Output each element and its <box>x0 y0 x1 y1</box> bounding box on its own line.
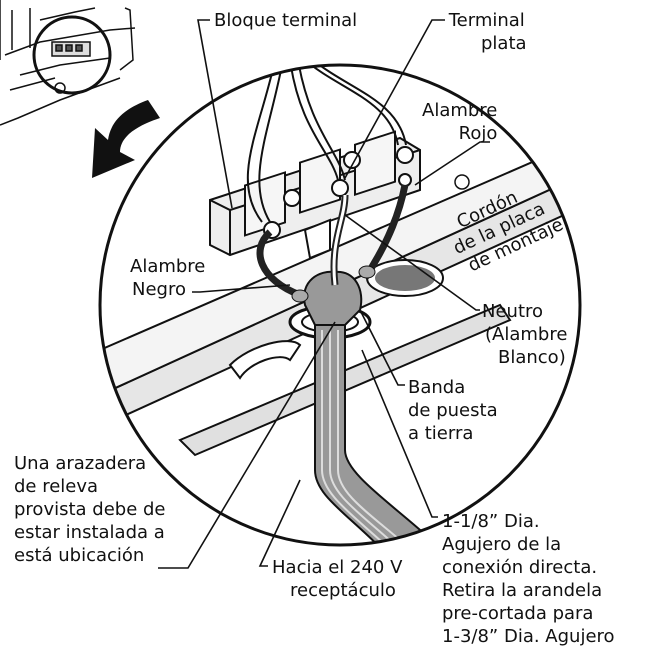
leader-lines <box>158 19 490 569</box>
zoom-circle <box>98 63 582 547</box>
label-red-wire: Alambre Rojo <box>422 99 497 145</box>
label-neutral: Neutro (Alambre Blanco) <box>482 300 567 369</box>
label-strain-relief-line3: provista debe de <box>14 499 166 520</box>
label-strain-relief-line1: Una arazadera <box>14 453 147 474</box>
label-strain-relief-line2: de releva <box>14 476 99 497</box>
label-black-wire-line1: Alambre <box>130 256 206 277</box>
label-silver-terminal: Terminal plata <box>447 9 527 55</box>
label-neutral-line1: Neutro <box>482 301 544 322</box>
label-terminal-block: Bloque terminal <box>214 10 358 31</box>
label-hole-line4: Retira la arandela <box>442 580 603 601</box>
wires <box>246 65 407 223</box>
label-black-wire: Alambre Negro <box>130 255 205 301</box>
label-black-wire-line2: Negro <box>132 279 186 300</box>
label-hole-line5: pre-cortada para <box>442 603 594 624</box>
black-wire <box>256 229 302 299</box>
terminal-block <box>209 130 421 260</box>
label-hole: 1-1/8” Dia. Agujero de la conexión direc… <box>442 510 615 648</box>
label-hole-line2: Agujero de la <box>442 534 562 555</box>
label-strain-relief-line4: estar instalada a <box>14 522 165 543</box>
label-neutral-line3: Blanco) <box>498 347 566 368</box>
label-silver-terminal-line2: plata <box>481 33 527 54</box>
label-ground-strap: Banda de puesta a tierra <box>408 376 498 445</box>
label-neutral-line2: (Alambre <box>485 324 568 345</box>
label-receptacle: Hacia el 240 V receptáculo <box>272 556 402 602</box>
label-hole-line6: 1-3/8” Dia. Agujero <box>442 626 615 647</box>
neutral-wire-inner <box>332 194 347 286</box>
label-receptacle-line1: Hacia el 240 V <box>272 557 403 578</box>
label-receptacle-line2: receptáculo <box>290 580 396 601</box>
red-wire <box>362 184 409 280</box>
label-red-wire-line1: Alambre <box>422 100 498 121</box>
power-cord <box>314 324 463 545</box>
label-silver-terminal-line1: Terminal <box>448 10 525 31</box>
zoom-arrow <box>92 100 160 178</box>
label-ground-strap-line1: Banda <box>408 377 466 398</box>
label-ground-strap-line3: a tierra <box>408 423 474 444</box>
label-hole-line3: conexión directa. <box>442 557 598 578</box>
label-strain-relief: Una arazadera de releva provista debe de… <box>14 452 166 567</box>
inset-highlight-circle <box>32 15 112 95</box>
label-strain-relief-line5: está ubicación <box>14 545 145 566</box>
label-hole-line1: 1-1/8” Dia. <box>442 511 540 532</box>
label-ground-strap-line2: de puesta <box>408 400 498 421</box>
label-red-wire-line2: Rojo <box>458 123 498 144</box>
range-inset-drawing <box>0 0 136 126</box>
